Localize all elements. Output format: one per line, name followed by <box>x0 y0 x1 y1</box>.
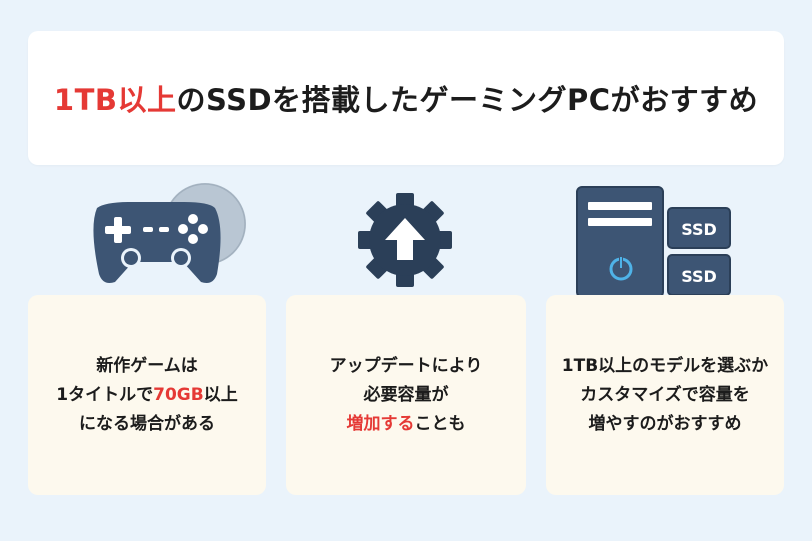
card-line: になる場合がある <box>78 413 215 434</box>
svg-text:SSD: SSD <box>681 220 717 239</box>
info-card-new-games: 新作ゲームは 1タイトルで70GB以上 になる場合がある <box>28 295 266 495</box>
title-rest: のSSDを搭載したゲーミングPCがおすすめ <box>176 83 759 117</box>
card-line: 増加することも <box>346 413 466 434</box>
title-accent: 1TB以上 <box>53 83 177 117</box>
highlight-increase: 増加する <box>346 413 415 434</box>
ssd-icon: SSD <box>667 254 731 296</box>
card-line: アップデートにより <box>329 355 483 376</box>
card-line: 必要容量が <box>363 384 449 405</box>
desktop-pc-icon: SSD SSD <box>576 186 731 298</box>
card-line: カスタマイズで容量を <box>580 384 750 405</box>
gear-update-icon <box>358 193 452 287</box>
card-line: 1TB以上のモデルを選ぶか <box>561 355 769 376</box>
card-line: 増やすのがおすすめ <box>588 413 742 434</box>
info-card-recommendation: 1TB以上のモデルを選ぶか カスタマイズで容量を 増やすのがおすすめ <box>546 295 784 495</box>
page-title: 1TB以上のSSDを搭載したゲーミングPCがおすすめ <box>54 77 758 119</box>
info-card-updates: アップデートにより 必要容量が 増加することも <box>286 295 526 495</box>
highlight-70gb: 70GB <box>153 384 204 405</box>
card-line: 新作ゲームは <box>96 355 198 376</box>
ssd-icon: SSD <box>667 207 731 249</box>
svg-text:SSD: SSD <box>681 267 717 286</box>
game-controller-icon <box>93 183 246 283</box>
card-line: 1タイトルで70GB以上 <box>56 384 238 405</box>
title-card: 1TB以上のSSDを搭載したゲーミングPCがおすすめ <box>28 31 784 165</box>
